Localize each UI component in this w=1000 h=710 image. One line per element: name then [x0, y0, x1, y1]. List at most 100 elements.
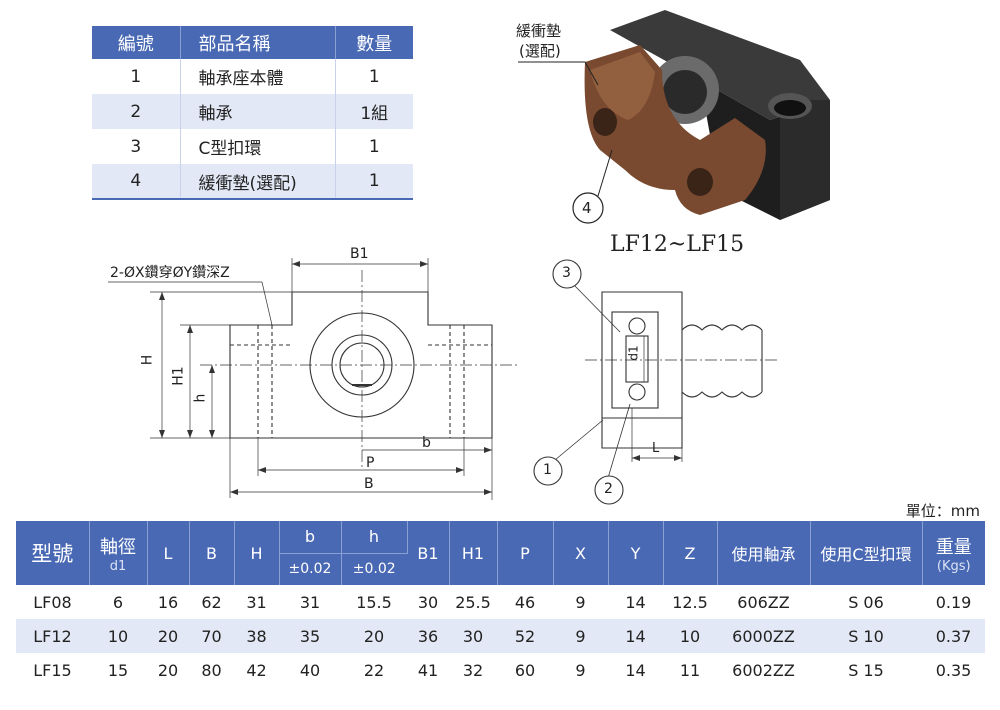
bearing-bore-inner: [663, 70, 707, 114]
spec-cell: 0.19: [922, 585, 985, 619]
spec-cell: 6: [89, 585, 147, 619]
spec-cell: 52: [497, 619, 553, 653]
parts-cell: 緩衝墊(選配): [180, 164, 336, 200]
spec-header-b: B: [189, 521, 235, 585]
hole-note-leader-2: [261, 281, 273, 326]
spec-cell: 0.37: [922, 619, 985, 653]
spec-cell: LF15: [16, 653, 89, 687]
parts-header-row: 編號 部品名稱 數量: [92, 26, 413, 59]
parts-cell: 4: [92, 164, 181, 200]
spec-cell: 46: [497, 585, 553, 619]
parts-row: 1 軸承座本體 1: [92, 59, 413, 94]
callout-3-text: 3: [562, 265, 571, 281]
model-range-title: LF12~LF15: [610, 232, 745, 257]
spec-cell: 25.5: [449, 585, 497, 619]
dim-b-text: B: [364, 476, 374, 492]
spec-header-weight-sub: (Kgs): [936, 558, 971, 574]
spec-header-shaft-sub: d1: [109, 558, 127, 574]
spec-cell: 35: [279, 619, 341, 653]
parts-cell: 1組: [335, 94, 413, 129]
arrow: [187, 430, 193, 438]
ball-top: [628, 317, 646, 335]
spec-cell: 9: [553, 619, 608, 653]
parts-row: 4 緩衝墊(選配) 1: [92, 164, 413, 200]
spec-cell: 9: [553, 653, 608, 687]
callout-3-circle: [552, 259, 582, 289]
arrow: [484, 447, 492, 453]
block-right-face: [780, 100, 830, 220]
spec-cell: 40: [279, 653, 341, 687]
unit-label: 單位：mm: [905, 502, 980, 520]
parts-header-name: 部品名稱: [180, 26, 336, 59]
spec-cell: 22: [341, 653, 407, 687]
spec-cell: 30: [407, 585, 449, 619]
callout-4-leader: [597, 149, 613, 197]
spec-header-b1: B1: [407, 521, 450, 585]
parts-cell: 軸承座本體: [180, 59, 336, 94]
arrow: [292, 261, 300, 267]
hole-note-text: 2-ØX鑽穿ØY鑽深Z: [110, 265, 230, 281]
parts-row: 2 軸承 1組: [92, 94, 413, 129]
arrow: [159, 292, 165, 300]
arrow: [632, 455, 640, 461]
callout-4-circle: [572, 192, 604, 224]
product-illustration: [518, 10, 830, 224]
parts-cell: 1: [335, 164, 413, 200]
spec-cell: S 10: [810, 619, 922, 653]
spec-header-z: Z: [663, 521, 718, 585]
callout-1-circle: [533, 456, 563, 486]
pad-label-line2: (選配): [519, 42, 561, 60]
pad-hole: [593, 108, 617, 136]
spec-cell: 38: [234, 619, 279, 653]
spec-cell: S 06: [810, 585, 922, 619]
spec-cell: 6000ZZ: [717, 619, 810, 653]
parts-cell: 1: [335, 129, 413, 164]
parts-row: 3 C型扣環 1: [92, 129, 413, 164]
spec-header-l: L: [147, 521, 190, 585]
spec-cell: 60: [497, 653, 553, 687]
callout-1-text: 1: [543, 462, 552, 478]
spec-header-weight-main: 重量: [935, 536, 972, 558]
spec-header-bearing: 使用軸承: [717, 521, 811, 585]
spec-cell: 20: [147, 653, 189, 687]
parts-cell: 2: [92, 94, 181, 129]
front-view-drawing: [108, 258, 520, 500]
spec-cell: LF12: [16, 619, 89, 653]
spec-cell: 12.5: [663, 585, 717, 619]
spec-cell: 0.35: [922, 653, 985, 687]
pad-hole-right: [687, 168, 713, 196]
arrow: [209, 430, 215, 438]
block-top-face: [610, 10, 830, 120]
parts-table: 編號 部品名稱 數量 1 軸承座本體 1 2 軸承 1組 3 C型扣環 1 4 …: [92, 26, 413, 200]
arrow: [484, 489, 492, 495]
spec-cell: 31: [279, 585, 341, 619]
inner-race: [625, 335, 649, 383]
arrow: [674, 455, 682, 461]
spec-cell: 31: [234, 585, 279, 619]
spec-header-shaft-main: 軸徑: [100, 536, 136, 558]
side-view-drawing: [533, 259, 780, 505]
spec-cell: 9: [553, 585, 608, 619]
dim-d1-text: d1: [626, 345, 641, 361]
dim-l-text: L: [652, 441, 660, 456]
arrow: [230, 489, 238, 495]
spec-header-h-small: h: [341, 521, 408, 553]
spec-cell: 10: [89, 619, 147, 653]
spec-cell: 10: [663, 619, 717, 653]
shaft-thread-top: [681, 324, 763, 331]
spec-header-h: H: [234, 521, 280, 585]
shaft-thread-bottom: [681, 391, 763, 398]
dim-b1-text: B1: [350, 246, 369, 262]
side-body-outline: [601, 291, 683, 449]
parts-cell: 軸承: [180, 94, 336, 129]
arrow: [187, 325, 193, 333]
pad-label-line1: 緩衝墊: [516, 22, 562, 40]
callout-3-leader: [574, 285, 621, 333]
arrow: [420, 261, 428, 267]
